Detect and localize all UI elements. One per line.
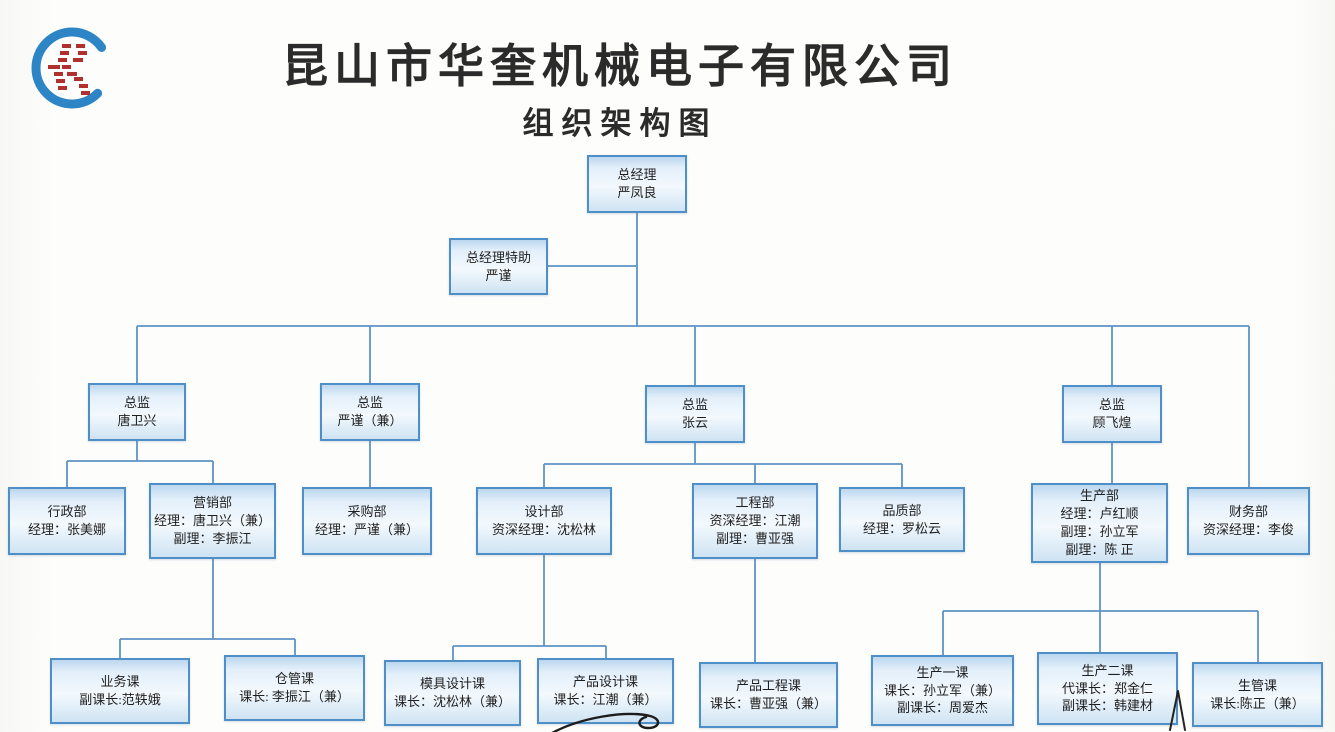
org-node-text: 总经理 — [617, 167, 657, 183]
org-node-text: 经理：卢红顺 — [1060, 506, 1139, 522]
org-node-text: 资深经理：江潮 — [709, 513, 801, 529]
org-node-text: 总监 — [356, 395, 383, 411]
org-node-text: 总监 — [123, 395, 150, 411]
org-node-text: 模具设计课 — [419, 676, 485, 692]
org-node-text: 课长:陈正（兼） — [1210, 695, 1305, 711]
org-node-text: 采购部 — [347, 504, 387, 520]
org-node-engineering: 工程部资深经理：江潮副理：曹亚强 — [692, 483, 818, 559]
org-node-text: 仓管课 — [274, 671, 314, 687]
org-node-text: 课长：曹亚强（兼） — [709, 696, 827, 711]
org-node-text: 品质部 — [882, 502, 922, 518]
org-node-text: 课长：孙立军（兼） — [883, 682, 1001, 698]
org-node-warehouse-sec: 仓管课课长: 李振江（兼） — [224, 655, 365, 721]
org-node-text: 资深经理：沈松林 — [491, 522, 596, 537]
org-node-text: 生管课 — [1237, 677, 1277, 693]
org-node-prod-mgmt-sec: 生管课课长:陈正（兼） — [1192, 662, 1323, 727]
org-node-finance: 财务部资深经理：李俊 — [1187, 487, 1310, 555]
org-node-text: 唐卫兴 — [117, 413, 157, 428]
org-node-text: 课长：江潮（兼） — [553, 692, 658, 707]
org-node-production2-sec: 生产二课代课长：郑金仁副课长：韩建材 — [1037, 652, 1178, 725]
org-node-production: 生产部经理：卢红顺副理：孙立军副理：陈 正 — [1031, 483, 1168, 563]
org-node-product-eng-sec: 产品工程课课长：曹亚强（兼） — [699, 662, 838, 728]
org-node-text: 生产二课 — [1081, 662, 1134, 678]
org-node-text: 副课长：周爱杰 — [896, 700, 988, 716]
org-node-director-tang: 总监唐卫兴 — [88, 383, 186, 441]
org-node-text: 经理：严谨（兼） — [314, 522, 419, 537]
org-node-marketing: 营销部经理：唐卫兴（兼）副理：李振江 — [149, 483, 276, 559]
org-node-director-zhang: 总监张云 — [645, 385, 745, 443]
org-node-text: 严谨 — [485, 267, 512, 283]
org-node-quality: 品质部经理：罗松云 — [839, 487, 965, 552]
org-node-text: 副理：陈 正 — [1065, 541, 1134, 557]
org-node-text: 经理：张美娜 — [27, 522, 106, 537]
org-node-purchasing: 采购部经理：严谨（兼） — [302, 487, 432, 555]
org-node-admin: 行政部经理：张美娜 — [8, 487, 126, 555]
org-node-assistant: 总经理特助严谨 — [449, 238, 548, 295]
org-node-text: 生产部 — [1079, 488, 1119, 504]
org-node-text: 总监 — [1098, 397, 1125, 413]
org-node-mold-design-sec: 模具设计课课长：沈松林（兼） — [384, 660, 521, 726]
org-node-director-yan: 总监严谨（兼） — [320, 383, 420, 441]
org-node-text: 产品设计课 — [572, 674, 638, 690]
pen-mark-caret-icon — [1169, 690, 1186, 731]
org-node-text: 课长: 李振江（兼） — [239, 689, 350, 704]
org-node-text: 代课长：郑金仁 — [1061, 680, 1153, 696]
org-node-text: 副课长：韩建材 — [1061, 698, 1153, 714]
org-node-text: 张云 — [681, 415, 708, 430]
org-node-text: 资深经理：李俊 — [1202, 522, 1294, 537]
org-node-business-sec: 业务课副课长:范轶娥 — [50, 658, 190, 724]
org-node-text: 顾飞煌 — [1092, 415, 1132, 430]
org-node-text: 经理：罗松云 — [862, 520, 941, 536]
org-node-text: 副理：孙立军 — [1060, 524, 1139, 539]
org-node-text: 产品工程课 — [735, 678, 801, 694]
org-node-text: 严谨（兼） — [337, 413, 403, 428]
org-node-text: 工程部 — [735, 495, 775, 511]
org-node-text: 营销部 — [192, 495, 232, 511]
org-node-text: 副理：曹亚强 — [715, 530, 794, 546]
org-node-product-design-sec: 产品设计课课长：江潮（兼） — [537, 658, 674, 724]
org-node-text: 副课长:范轶娥 — [79, 692, 161, 707]
org-node-text: 财务部 — [1228, 504, 1268, 520]
org-node-text: 生产一课 — [916, 664, 969, 680]
org-node-text: 经理：唐卫兴（兼） — [153, 513, 271, 529]
org-node-text: 严凤良 — [617, 185, 657, 200]
org-node-text: 业务课 — [100, 674, 140, 690]
org-node-text: 课长：沈松林（兼） — [393, 694, 511, 709]
org-node-text: 总监 — [681, 397, 708, 413]
org-node-director-gu: 总监顾飞煌 — [1062, 385, 1162, 443]
org-node-text: 副理：李振江 — [173, 530, 252, 546]
org-node-text: 总经理特助 — [465, 249, 531, 265]
org-node-design: 设计部资深经理：沈松林 — [476, 487, 612, 555]
chart-subtitle: 组织架构图 — [522, 106, 718, 141]
org-node-gm: 总经理严凤良 — [587, 155, 687, 213]
org-node-production1-sec: 生产一课课长：孙立军（兼） 副课长：周爱杰 — [871, 655, 1014, 726]
company-title: 昆山市华奎机械电子有限公司 — [282, 40, 958, 92]
company-logo-icon — [31, 27, 113, 109]
pen-mark-squiggle-icon — [551, 712, 660, 732]
org-node-text: 行政部 — [47, 504, 87, 520]
org-node-text: 设计部 — [524, 504, 564, 520]
